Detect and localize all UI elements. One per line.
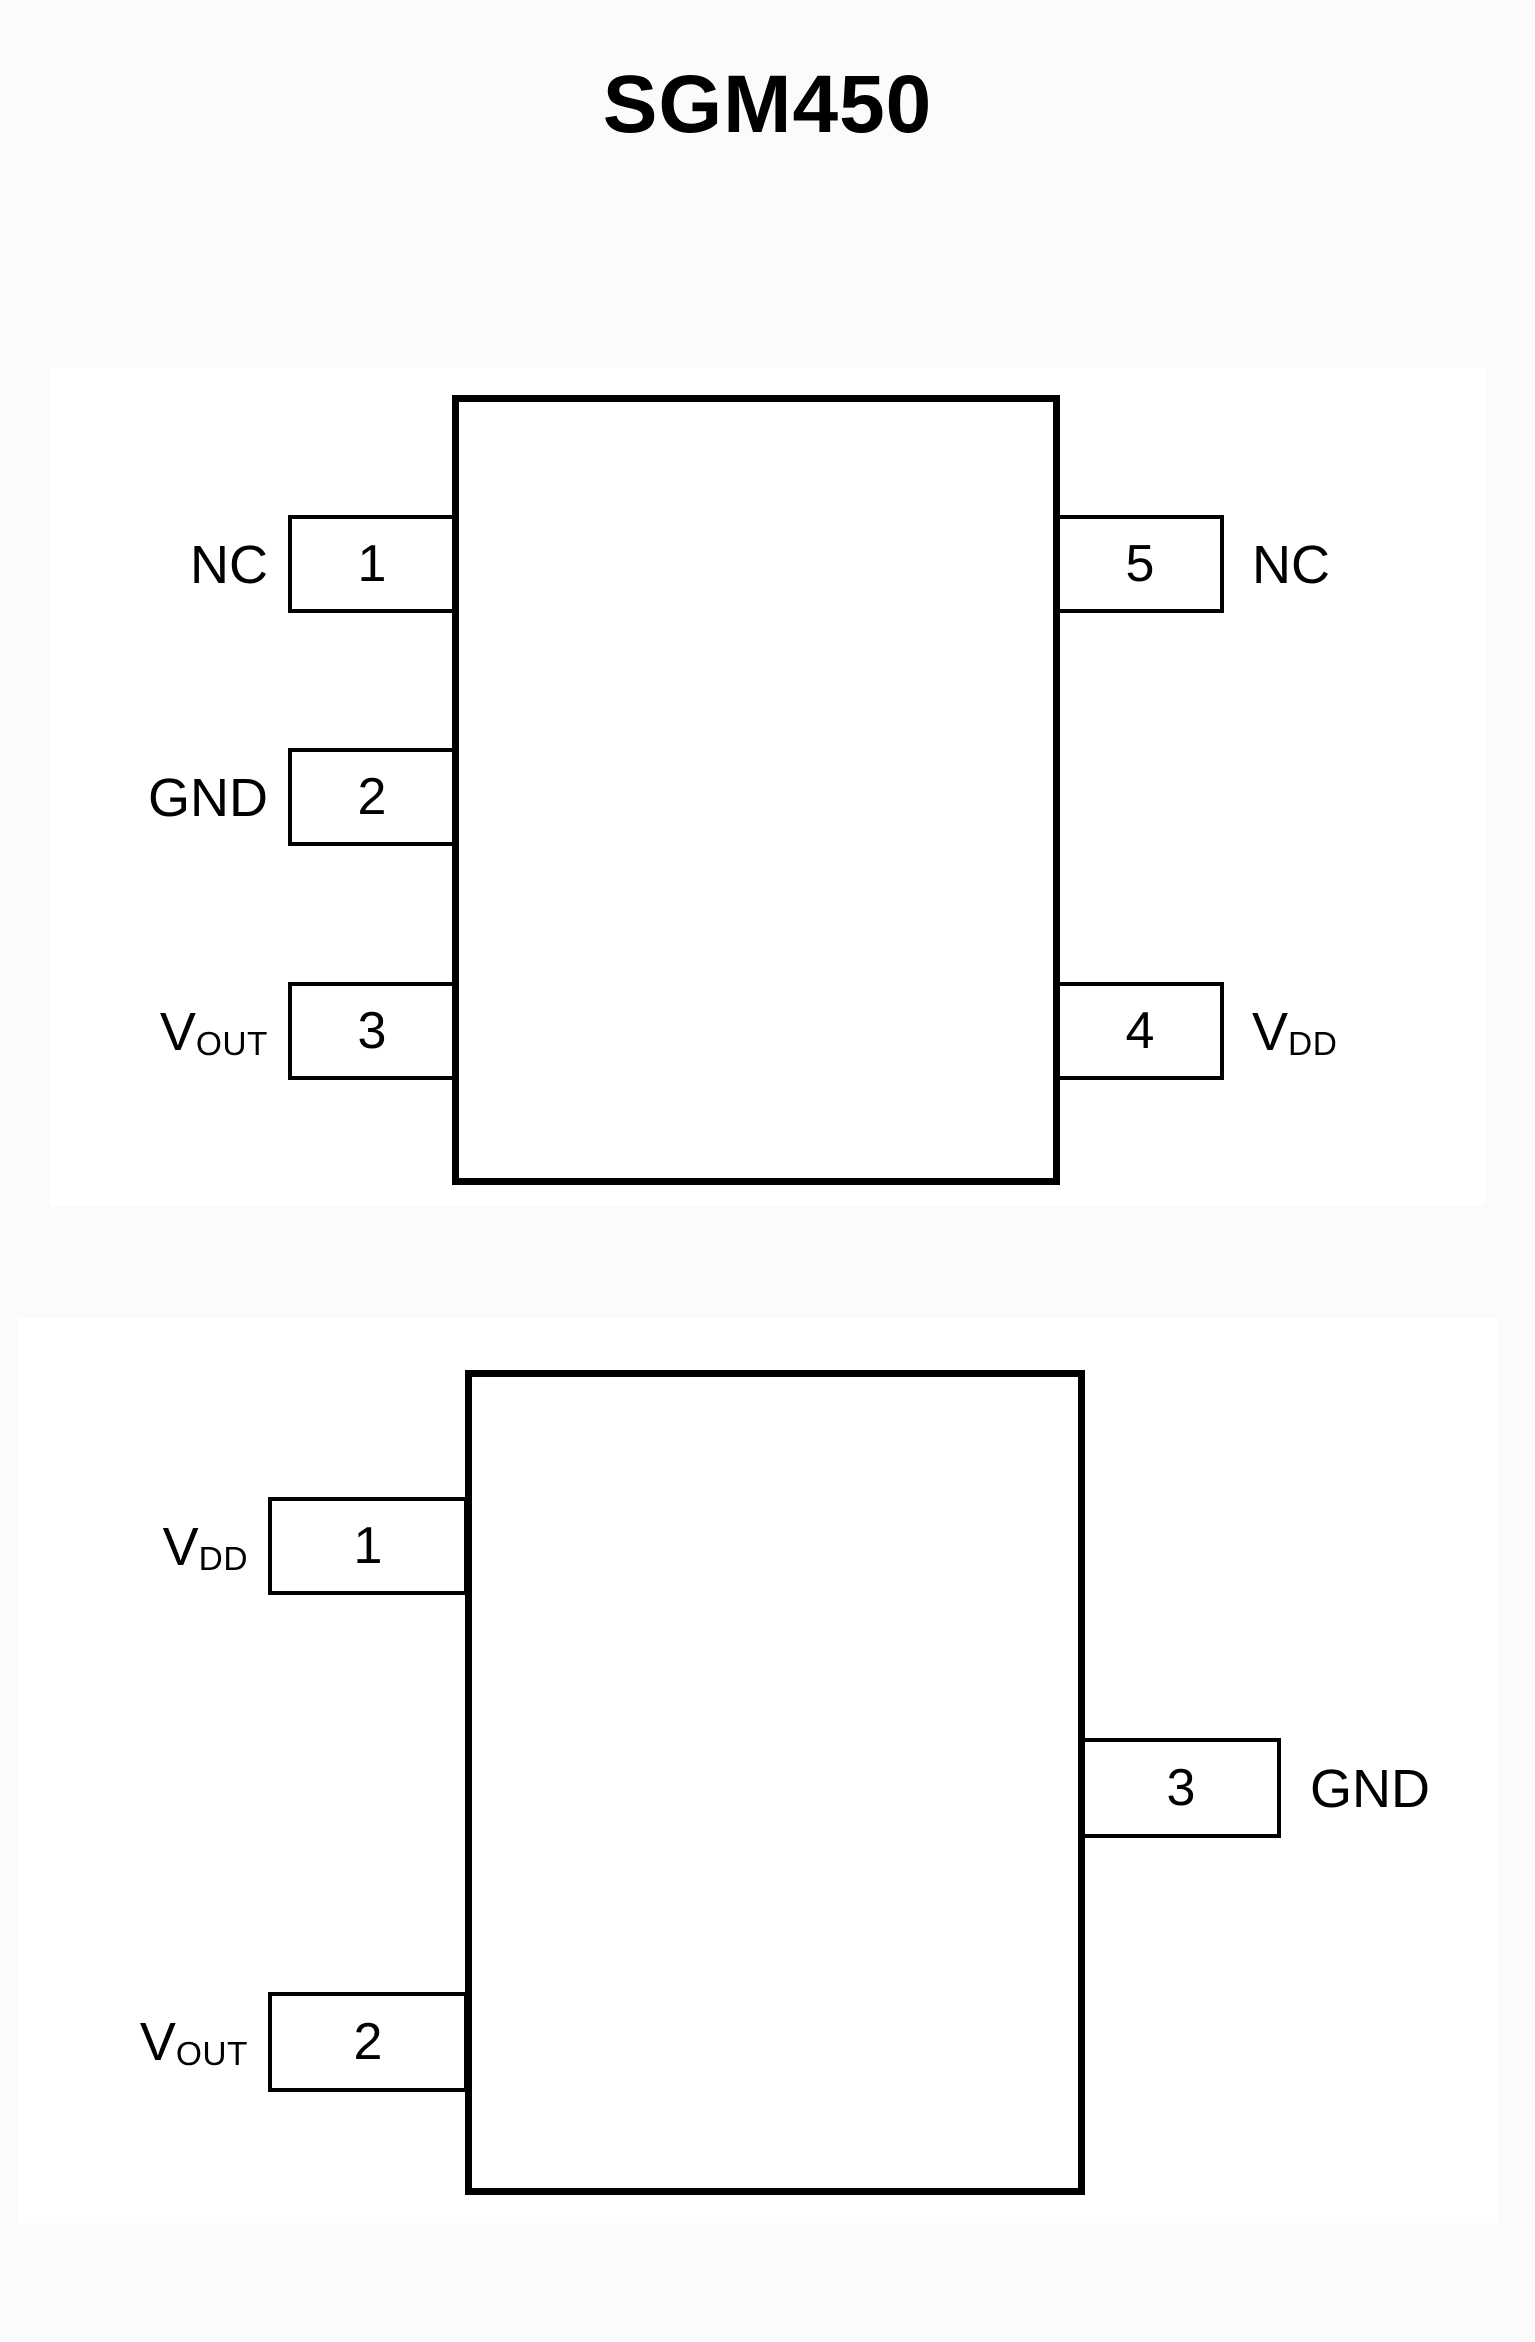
pin-label-3pin-3: GND — [1310, 1762, 1430, 1816]
pin-box-5pin-2: 2 — [288, 748, 456, 846]
pin-label-base: NC — [1252, 535, 1330, 595]
pin-label-subscript: DD — [198, 1541, 248, 1579]
pin-label-base: V — [1252, 1002, 1289, 1062]
pin-label-base: V — [139, 2012, 176, 2072]
pin-label-5pin-5: NC — [1252, 538, 1330, 592]
page-title: SGM450 — [602, 59, 933, 150]
pin-label-base: V — [162, 1517, 199, 1577]
pin-box-3pin-1: 1 — [268, 1497, 468, 1595]
pin-label-subscript: OUT — [195, 1026, 268, 1064]
pin-box-5pin-3: 3 — [288, 982, 456, 1080]
pin-label-5pin-2: GND — [40, 771, 268, 825]
pin-box-5pin-1: 1 — [288, 515, 456, 613]
chip-body-3pin — [465, 1370, 1085, 2195]
pin-label-subscript: DD — [1288, 1026, 1338, 1064]
pin-label-base: NC — [190, 535, 268, 595]
pin-box-3pin-2: 2 — [268, 1992, 468, 2092]
chip-body-5pin — [452, 395, 1060, 1185]
pin-box-5pin-4: 4 — [1056, 982, 1224, 1080]
pin-label-base: GND — [148, 768, 268, 828]
pin-box-5pin-5: 5 — [1056, 515, 1224, 613]
pin-label-base: GND — [1310, 1759, 1430, 1819]
pin-label-base: V — [159, 1002, 196, 1062]
pin-label-5pin-1: NC — [60, 538, 268, 592]
pin-box-3pin-3: 3 — [1081, 1738, 1281, 1838]
pin-label-subscript: OUT — [175, 2036, 248, 2074]
